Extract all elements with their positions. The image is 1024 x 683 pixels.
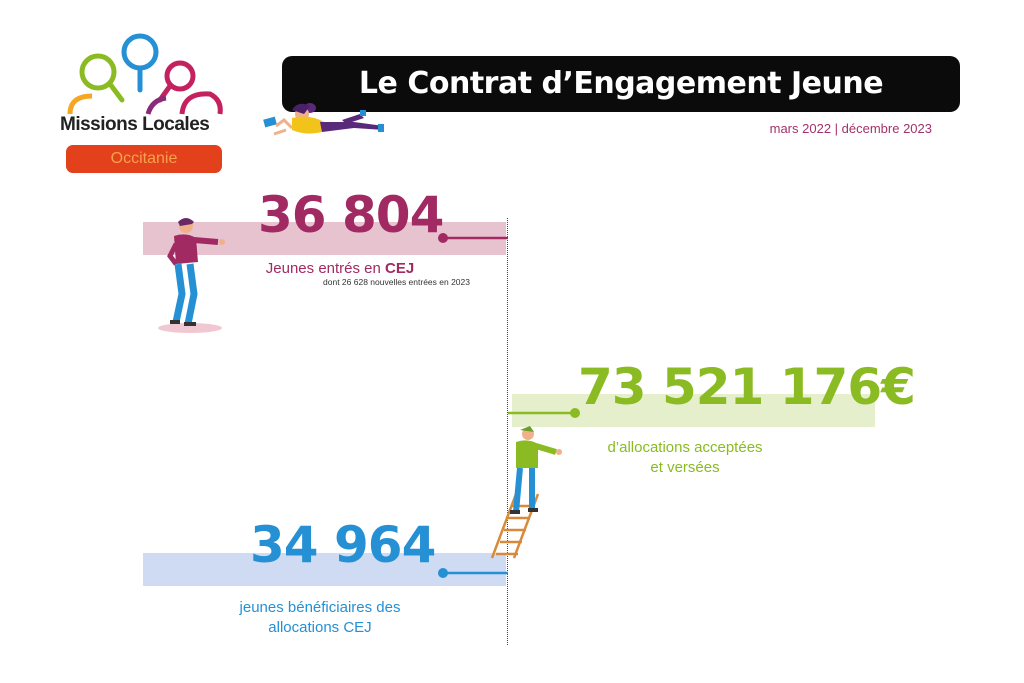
connector-entries-icon — [438, 233, 508, 243]
stat-entries-caption: Jeunes entrés en CEJ — [265, 260, 415, 277]
connector-beneficiaries-icon — [438, 568, 508, 578]
dotted-divider — [507, 218, 508, 645]
title-bar — [282, 56, 960, 112]
stat-allocations-caption: d’allocations acceptées et versées — [607, 439, 763, 476]
man-pushing-illustration — [158, 218, 225, 333]
connector-allocations-icon — [508, 408, 580, 418]
page-title: Le Contrat d’Engagement Jeune — [358, 66, 884, 101]
stat-entries-value: 36 804 — [258, 186, 444, 244]
period-label: mars 2022 | décembre 2023 — [769, 121, 932, 136]
logo-region: Occitanie — [66, 145, 222, 173]
stat-entries-subcaption: dont 26 628 nouvelles entrées en 2023 — [323, 277, 470, 287]
stat-beneficiaries-caption: jeunes bénéficiaires des allocations CEJ — [239, 599, 401, 636]
logo-name: Missions Locales — [60, 114, 210, 135]
stat-beneficiaries-value: 34 964 — [250, 516, 436, 574]
logo-figures-icon — [67, 33, 223, 115]
man-ladder-illustration — [490, 426, 562, 559]
stat-allocations-value: 73 521 176€ — [578, 358, 916, 416]
reading-girl-illustration — [263, 103, 384, 136]
